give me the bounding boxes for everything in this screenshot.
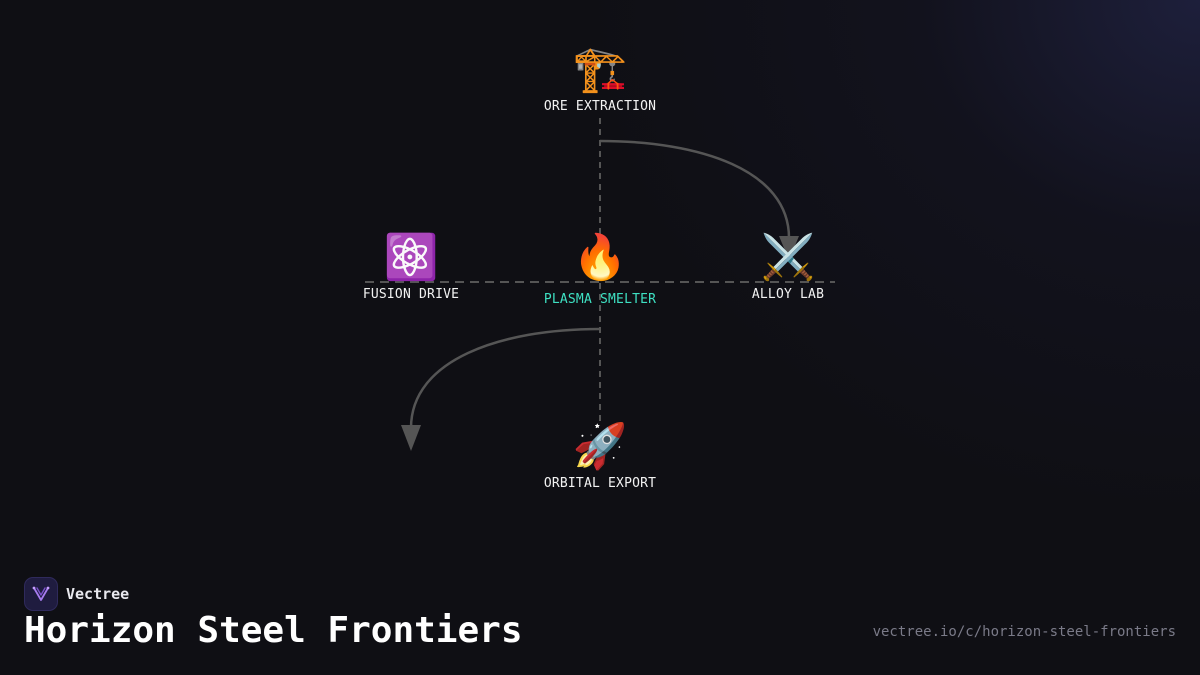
arrowhead-right [779, 236, 799, 260]
curved-edge-center-to-left [409, 327, 601, 429]
curved-edge-top-to-right [599, 139, 791, 239]
construction-crane-icon: 🏗️ [572, 44, 628, 95]
node-label: PLASMA SMELTER [543, 292, 657, 307]
node-label: ORE EXTRACTION [543, 99, 657, 114]
arrowhead-left [401, 425, 421, 451]
node-label: ORBITAL EXPORT [543, 476, 657, 491]
node-fusion-drive[interactable]: ⚛️ FUSION DRIVE [311, 232, 511, 303]
node-alloy-lab[interactable]: ⚔️ ALLOY LAB [688, 232, 888, 303]
node-ore-extraction[interactable]: 🏗️ ORE EXTRACTION [500, 44, 700, 115]
crossed-swords-icon: ⚔️ [760, 232, 816, 283]
atom-icon: ⚛️ [383, 232, 439, 283]
vectree-logo-icon [24, 577, 58, 611]
brand-name: Vectree [66, 585, 130, 603]
rocket-icon: 🚀 [572, 421, 628, 472]
node-label: ALLOY LAB [751, 287, 825, 302]
node-label: FUSION DRIVE [362, 287, 460, 302]
fire-icon: 🔥 [572, 232, 628, 283]
node-plasma-smelter[interactable]: 🔥 PLASMA SMELTER [500, 232, 700, 308]
brand[interactable]: Vectree [24, 577, 129, 611]
page-title: Horizon Steel Frontiers [24, 610, 523, 651]
node-orbital-export[interactable]: 🚀 ORBITAL EXPORT [500, 421, 700, 492]
page-url[interactable]: vectree.io/c/horizon-steel-frontiers [872, 624, 1176, 640]
